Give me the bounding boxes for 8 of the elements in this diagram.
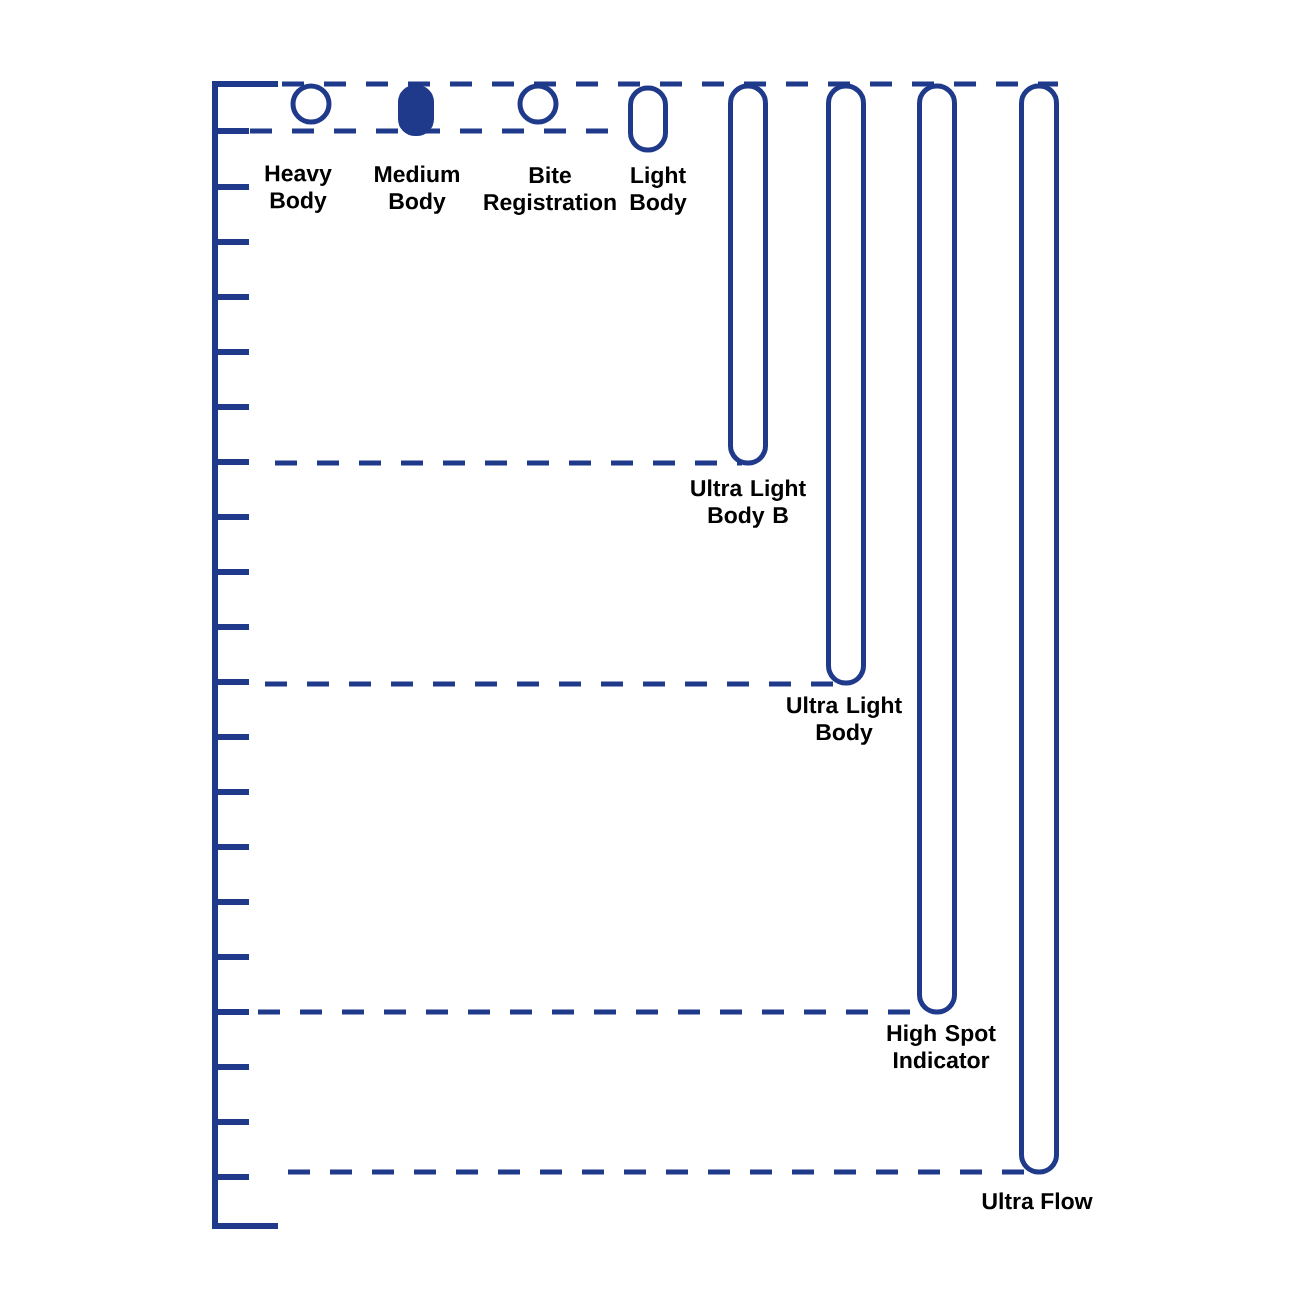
material-label: Ultra Flow	[982, 1192, 1093, 1210]
material-label: Light Body	[630, 166, 687, 215]
material-label: Ultra Light Body B	[691, 479, 806, 528]
material-label: Heavy Body	[265, 165, 332, 213]
material-label: Medium Body	[375, 165, 459, 214]
material-label: Ultra Light Body	[787, 696, 902, 745]
material-label: Bite Registration	[484, 166, 616, 215]
material-label: High Spot Indicator	[887, 1024, 996, 1069]
